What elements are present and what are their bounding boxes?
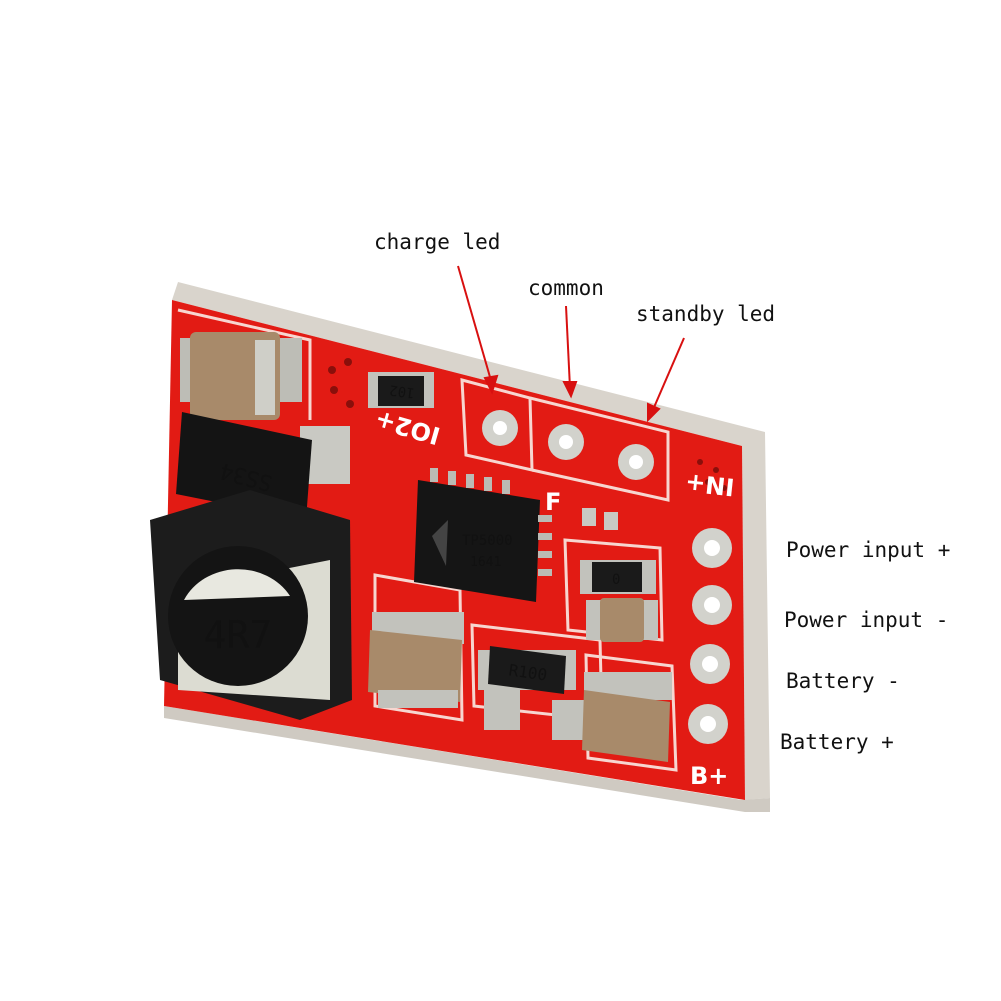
- header-pads-top: [482, 410, 654, 480]
- silkscreen-f: F: [545, 488, 561, 516]
- ic-marking-line1: TP5000: [462, 533, 513, 549]
- pcb-edge: [172, 282, 770, 800]
- silkscreen-b: B+: [690, 762, 728, 790]
- arrow-common: [565, 305, 571, 389]
- resistor-102-marking: 102: [389, 381, 416, 400]
- label-standby-led: standby led: [636, 302, 776, 326]
- inductor-4r7: 4R7: [150, 490, 352, 720]
- resistor-102: 102: [368, 372, 434, 408]
- capacitor-top-left: [180, 332, 302, 420]
- capacitor-bottom-right: [582, 672, 672, 762]
- arrow-charge-led: [457, 265, 493, 385]
- pcb-edge-bottom: [164, 706, 770, 812]
- resistor-zero: 0: [580, 560, 656, 594]
- capacitor-bottom-left: [368, 612, 464, 708]
- silkscreen-in: IN+: [684, 468, 736, 501]
- label-charge-led: charge led: [374, 230, 501, 254]
- label-power-input-plus: Power input +: [786, 538, 951, 562]
- vias: [328, 358, 727, 491]
- label-common: common: [528, 276, 604, 300]
- inductor-marking: 4R7: [204, 613, 273, 657]
- resistor-r100: R100: [478, 646, 588, 740]
- ic-tp5000: TP5000 1641: [414, 468, 552, 602]
- label-power-input-minus: Power input -: [784, 608, 949, 632]
- label-battery-plus: Battery +: [780, 730, 894, 754]
- label-battery-minus: Battery -: [786, 669, 900, 693]
- small-pads: [582, 508, 618, 530]
- ic-marking-line2: 1641: [470, 555, 501, 570]
- header-pads-right: [688, 528, 732, 744]
- diode-ss34: SS34: [176, 412, 350, 520]
- arrow-standby-led: [651, 337, 685, 413]
- resistor-zero-marking: 0: [612, 572, 620, 588]
- capacitor-small-right: [586, 598, 658, 642]
- annotation-arrows: [457, 265, 685, 423]
